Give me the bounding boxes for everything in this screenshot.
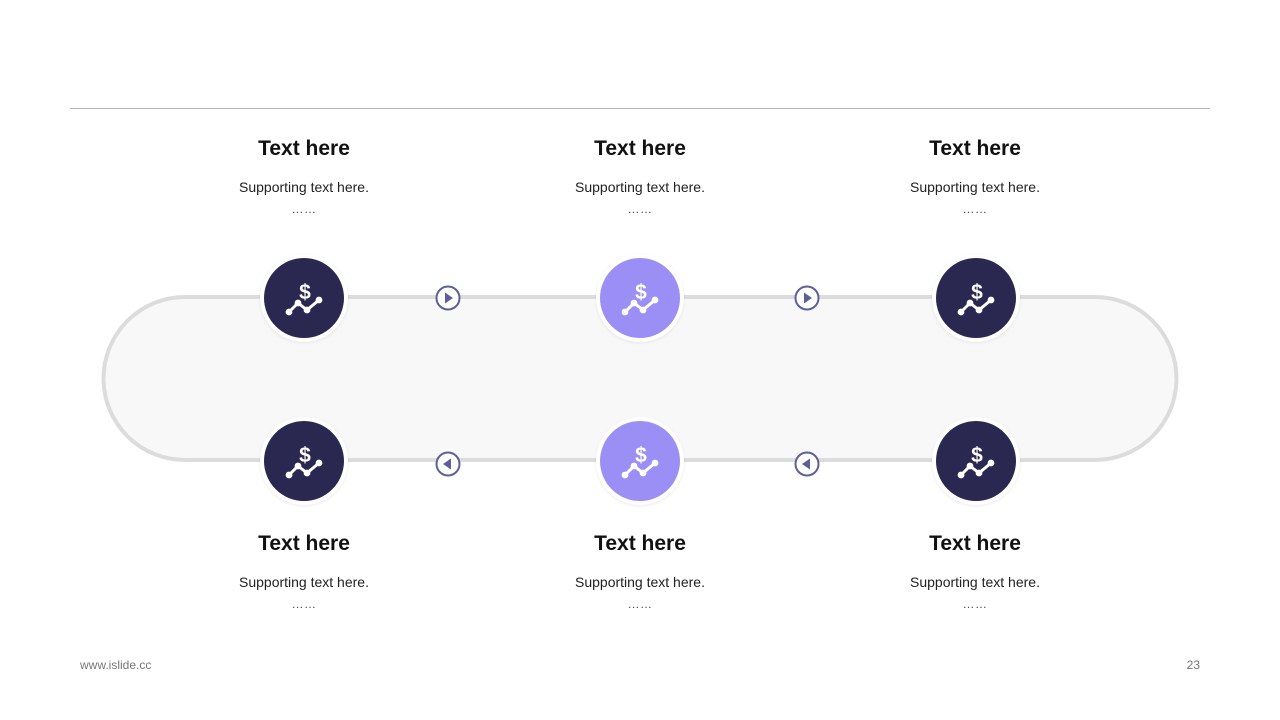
svg-text:$: $ bbox=[971, 444, 983, 467]
step-supporting-text: Supporting text here. bbox=[239, 574, 369, 590]
step-supporting-text: Supporting text here. bbox=[910, 574, 1040, 590]
play-left-arrow-icon bbox=[794, 451, 820, 477]
step-block-2: Text here Supporting text here. …… bbox=[510, 136, 770, 216]
top-divider bbox=[70, 108, 1210, 109]
step-block-5: Text here Supporting text here. …… bbox=[510, 531, 770, 611]
step-title: Text here bbox=[929, 137, 1021, 160]
dollar-chart-icon: $ bbox=[285, 444, 323, 479]
step-ellipsis: …… bbox=[627, 597, 653, 611]
play-right-arrow-icon bbox=[435, 285, 461, 311]
step-block-3: Text here Supporting text here. …… bbox=[845, 136, 1105, 216]
dollar-chart-icon: $ bbox=[957, 444, 995, 479]
step-block-6: Text here Supporting text here. …… bbox=[845, 531, 1105, 611]
step-node-3[interactable]: $ bbox=[932, 254, 1020, 342]
step-title: Text here bbox=[258, 137, 350, 160]
play-right-arrow-icon bbox=[794, 285, 820, 311]
svg-text:$: $ bbox=[299, 444, 311, 467]
step-supporting-text: Supporting text here. bbox=[239, 179, 369, 195]
step-node-6[interactable]: $ bbox=[932, 417, 1020, 505]
step-ellipsis: …… bbox=[291, 202, 317, 216]
play-left-arrow-icon bbox=[435, 451, 461, 477]
step-title: Text here bbox=[929, 532, 1021, 555]
step-block-1: Text here Supporting text here. …… bbox=[174, 136, 434, 216]
dollar-chart-icon: $ bbox=[621, 281, 659, 316]
svg-text:$: $ bbox=[635, 444, 647, 467]
svg-text:$: $ bbox=[635, 281, 647, 304]
footer-website[interactable]: www.islide.cc bbox=[80, 658, 152, 672]
dollar-chart-icon: $ bbox=[621, 444, 659, 479]
dollar-chart-icon: $ bbox=[285, 281, 323, 316]
svg-text:$: $ bbox=[971, 281, 983, 304]
step-title: Text here bbox=[594, 532, 686, 555]
step-title: Text here bbox=[594, 137, 686, 160]
step-block-4: Text here Supporting text here. …… bbox=[174, 531, 434, 611]
svg-text:$: $ bbox=[299, 281, 311, 304]
step-ellipsis: …… bbox=[962, 202, 988, 216]
step-supporting-text: Supporting text here. bbox=[575, 179, 705, 195]
step-node-5[interactable]: $ bbox=[596, 417, 684, 505]
step-node-4[interactable]: $ bbox=[260, 417, 348, 505]
step-ellipsis: …… bbox=[291, 597, 317, 611]
step-title: Text here bbox=[258, 532, 350, 555]
step-ellipsis: …… bbox=[627, 202, 653, 216]
step-supporting-text: Supporting text here. bbox=[575, 574, 705, 590]
step-node-2[interactable]: $ bbox=[596, 254, 684, 342]
step-node-1[interactable]: $ bbox=[260, 254, 348, 342]
step-ellipsis: …… bbox=[962, 597, 988, 611]
page-number: 23 bbox=[1186, 658, 1200, 672]
step-supporting-text: Supporting text here. bbox=[910, 179, 1040, 195]
dollar-chart-icon: $ bbox=[957, 281, 995, 316]
